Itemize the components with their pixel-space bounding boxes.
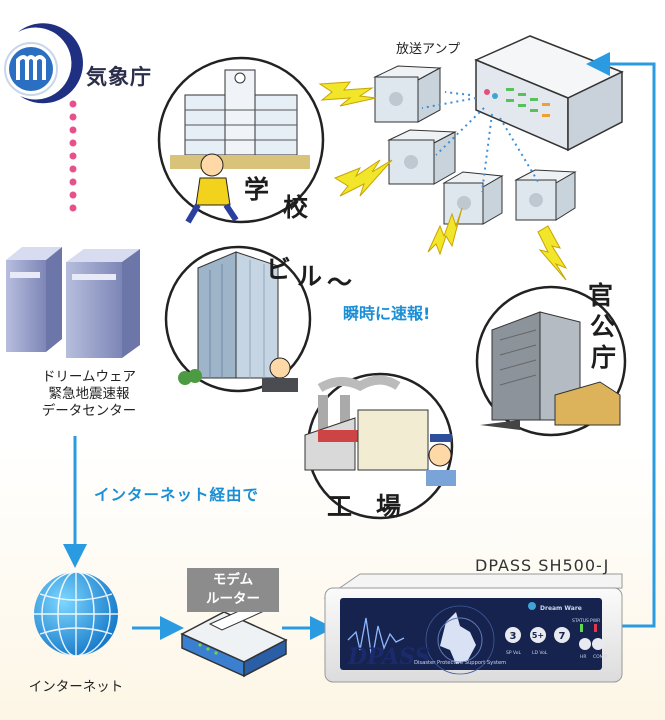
dpass-button-7: 7 <box>559 631 566 642</box>
dpass-pwr-label: PWR <box>590 618 600 624</box>
dpass-sp-label: SP VoL <box>506 650 521 656</box>
dpass-key-2: COMM <box>593 654 608 660</box>
amp-label: 放送アンプ <box>396 42 461 57</box>
modem-router <box>180 605 288 678</box>
dpass-logo: DPASS <box>347 644 430 670</box>
speaker-group <box>373 65 577 225</box>
building-label-2: ル <box>297 262 323 291</box>
building-label-3: 〜 <box>327 268 353 297</box>
dpass-status-label: STATUS <box>572 618 589 624</box>
amp-wiring <box>421 91 541 193</box>
dpass-brand: Dream Ware <box>540 605 582 612</box>
building-label-1: ビ <box>266 255 292 284</box>
alert-bolts <box>318 81 568 281</box>
dpass-key-1: HR <box>580 654 587 660</box>
school-scene <box>157 56 325 224</box>
factory-label-1: 工 <box>327 492 353 521</box>
government-label-2: 公 <box>590 312 616 341</box>
factory-label-2: 場 <box>376 492 402 521</box>
internet-globe <box>34 571 118 657</box>
dpass-subtitle: Disaster Protective Support System <box>414 660 506 666</box>
jma-label: 気象庁 <box>86 65 152 89</box>
dpass-ld-label: LD VoL <box>532 650 548 656</box>
government-scene <box>475 285 627 437</box>
school-label-1: 学 <box>244 175 270 204</box>
device-model-label: DPASS SH500-J <box>475 556 610 575</box>
router-label: ルーター <box>206 591 260 607</box>
instant-alert-label: 瞬時に速報! <box>343 304 431 323</box>
dpass-button-5plus: 5+ <box>532 631 544 640</box>
government-label-1: 官 <box>588 281 614 310</box>
modem-router-label: モデム ルーター <box>187 568 279 612</box>
jma-feed-dots <box>69 100 77 212</box>
factory-scene <box>304 372 456 520</box>
flow-arrows <box>63 52 656 640</box>
internet-route-label: インターネット経由で <box>94 486 260 504</box>
school-label-2: 校 <box>283 193 309 222</box>
jma-logo <box>4 23 83 104</box>
modem-label: モデム <box>212 572 254 588</box>
government-label-3: 庁 <box>591 343 617 372</box>
internet-label: インターネット <box>28 679 124 695</box>
amp-device <box>474 35 624 152</box>
building-scene <box>164 245 312 393</box>
datacenter-servers <box>6 247 140 358</box>
datacenter-label: ドリームウェア 緊急地震速報 データセンター <box>41 369 137 419</box>
dpass-button-3: 3 <box>510 631 517 642</box>
dpass-device: DPASS Disaster Protective Support System… <box>323 573 623 683</box>
